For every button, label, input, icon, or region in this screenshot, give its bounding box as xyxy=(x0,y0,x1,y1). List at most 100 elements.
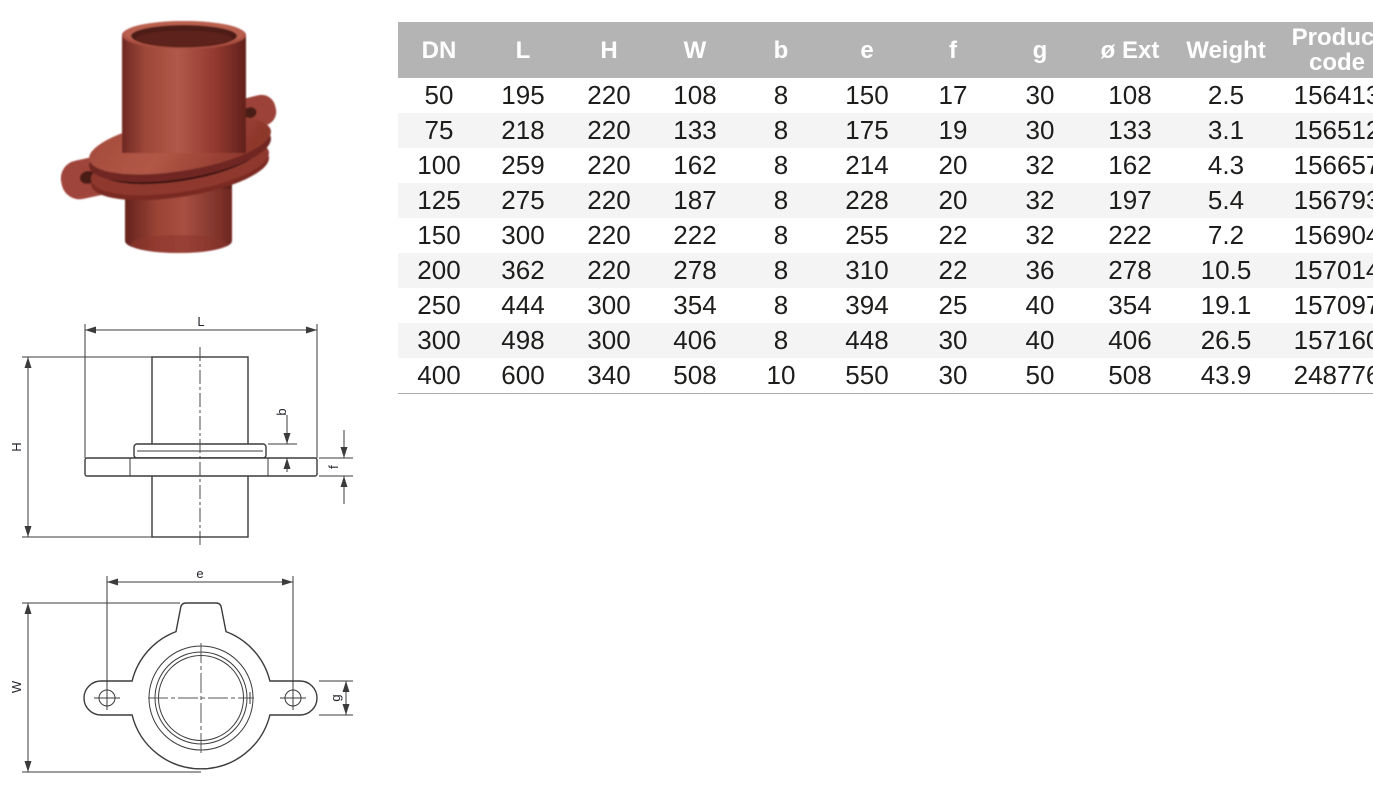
table-cell: 26.5 xyxy=(1200,325,1252,355)
table-cell: 8 xyxy=(773,220,789,250)
table-cell: 162 xyxy=(1108,150,1152,180)
table-cell: 157160 xyxy=(1293,325,1373,355)
table-cell: 354 xyxy=(1108,290,1152,320)
table-cell: 259 xyxy=(501,150,545,180)
table-cell: 248776 xyxy=(1276,358,1373,394)
table-cell: 362 xyxy=(501,255,545,285)
dimension-H: H xyxy=(9,356,152,538)
table-cell: 255 xyxy=(845,220,889,250)
table-cell: 508 xyxy=(652,358,738,394)
table-cell: 32 xyxy=(1025,185,1055,215)
table-cell: 228 xyxy=(845,185,889,215)
table-cell: 22 xyxy=(938,255,968,285)
table-cell: 133 xyxy=(1108,115,1152,145)
table-cell: 175 xyxy=(845,115,889,145)
column-header-product-code: Product code xyxy=(1276,22,1373,78)
column-header-e: e xyxy=(824,22,910,78)
plan-view-drawing: e W g xyxy=(9,566,353,773)
table-cell: 36 xyxy=(1025,255,1055,285)
table-cell: 7.2 xyxy=(1207,220,1245,250)
table-cell: 17 xyxy=(938,80,968,110)
table-cell: 300 xyxy=(587,325,631,355)
table-cell: 125 xyxy=(417,185,461,215)
table-cell: 25 xyxy=(938,290,968,320)
table-cell: 220 xyxy=(587,115,631,145)
table-cell: 10.5 xyxy=(1200,255,1252,285)
dimension-g: g xyxy=(319,680,353,716)
table-cell: 30 xyxy=(1025,80,1055,110)
table-cell: 8 xyxy=(773,290,789,320)
table-cell: 30 xyxy=(910,358,996,394)
table-cell: 2.5 xyxy=(1207,80,1245,110)
table-cell: 4.3 xyxy=(1207,150,1245,180)
table-cell: 32 xyxy=(1025,150,1055,180)
table-cell: 162 xyxy=(673,150,717,180)
table-cell: 156793 xyxy=(1293,185,1373,215)
table-cell: 150 xyxy=(845,80,889,110)
table-cell: 108 xyxy=(673,80,717,110)
upper-pipe xyxy=(122,34,246,153)
table-cell: 10 xyxy=(738,358,824,394)
dim-label-H: H xyxy=(9,442,24,451)
table-cell: 220 xyxy=(587,220,631,250)
table-cell: 197 xyxy=(1108,185,1152,215)
table-cell: 300 xyxy=(501,220,545,250)
table-cell: 250 xyxy=(417,290,461,320)
table-cell: 200 xyxy=(417,255,461,285)
dim-label-f: f xyxy=(326,465,341,469)
table-cell: 157097 xyxy=(1293,290,1373,320)
table-cell: 214 xyxy=(845,150,889,180)
table-cell: 156904 xyxy=(1293,220,1373,250)
column-header-b: b xyxy=(738,22,824,78)
dimension-W: W xyxy=(9,602,201,773)
dimension-b: b xyxy=(268,408,297,472)
dimension-f: f xyxy=(319,430,353,504)
table-cell: 300 xyxy=(417,325,461,355)
table-cell: 108 xyxy=(1108,80,1152,110)
table-cell: 508 xyxy=(1084,358,1176,394)
table-cell: 278 xyxy=(1108,255,1152,285)
table-cell: 278 xyxy=(673,255,717,285)
table-cell: 310 xyxy=(845,255,889,285)
column-header-f: f xyxy=(910,22,996,78)
table-cell: 406 xyxy=(1108,325,1152,355)
table-cell: 220 xyxy=(587,80,631,110)
table-cell: 133 xyxy=(673,115,717,145)
table-cell: 220 xyxy=(587,150,631,180)
table-cell: 50 xyxy=(424,80,454,110)
table-cell: 394 xyxy=(845,290,889,320)
table-cell: 550 xyxy=(824,358,910,394)
table-cell: 75 xyxy=(424,115,454,145)
table-cell: 222 xyxy=(673,220,717,250)
table-cell: 8 xyxy=(773,80,789,110)
table-cell: 30 xyxy=(1025,115,1055,145)
table-cell: 187 xyxy=(673,185,717,215)
dimension-e: e xyxy=(106,566,294,710)
table-cell: 222 xyxy=(1108,220,1152,250)
table-cell: 340 xyxy=(566,358,652,394)
table-cell: 156512 xyxy=(1293,115,1373,145)
plan-view-part xyxy=(83,602,318,770)
column-header-weight: Weight xyxy=(1176,22,1276,78)
table-cell: 32 xyxy=(1025,220,1055,250)
table-cell: 19.1 xyxy=(1200,290,1252,320)
table-cell: 498 xyxy=(501,325,545,355)
table-cell: 20 xyxy=(938,185,968,215)
table-cell: 40 xyxy=(1025,290,1055,320)
dim-label-b: b xyxy=(274,408,289,415)
side-view-drawing: L H b f xyxy=(9,315,353,545)
table-cell: 3.1 xyxy=(1207,115,1245,145)
table-cell: 5.4 xyxy=(1207,185,1245,215)
table-cell: 400 xyxy=(398,358,480,394)
